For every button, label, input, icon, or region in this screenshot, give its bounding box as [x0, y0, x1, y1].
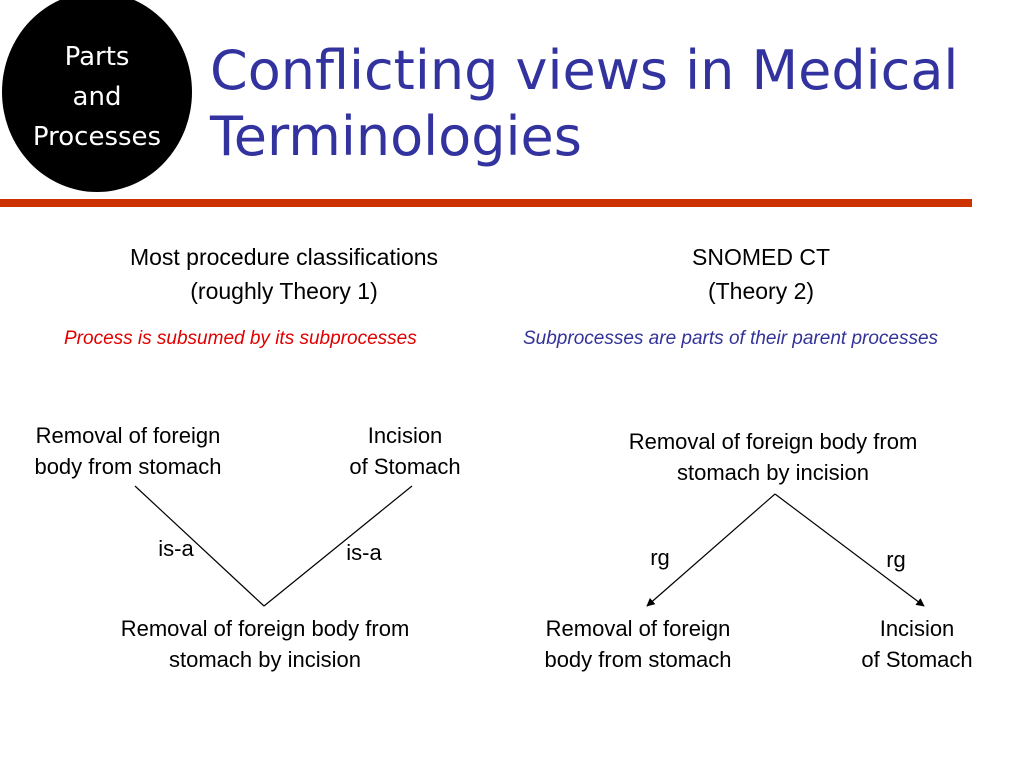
left-heading-line-1: Most procedure classifications [129, 244, 439, 270]
right-node-combined: Removal of foreign body from stomach by … [588, 426, 958, 488]
left-node-incision-line-2: of Stomach [349, 454, 461, 479]
left-node-combined: Removal of foreign body from stomach by … [80, 613, 450, 675]
left-note: Process is subsumed by its subprocesses [64, 328, 417, 349]
right-node-removal: Removal of foreign body from stomach [520, 613, 756, 675]
right-node-removal-line-1: Removal of foreign [545, 616, 731, 641]
badge-line-3: Processes [32, 122, 162, 152]
right-node-incision-line-2: of Stomach [861, 647, 973, 672]
right-node-removal-line-2: body from stomach [544, 647, 732, 672]
badge-line-2: and [72, 82, 122, 112]
badge-line-1: Parts [64, 42, 130, 72]
left-node-combined-line-1: Removal of foreign body from [120, 616, 410, 641]
left-node-incision: Incision of Stomach [330, 420, 480, 482]
left-node-incision-line-1: Incision [367, 423, 443, 448]
right-heading-line-2: (Theory 2) [707, 278, 815, 304]
left-node-combined-line-2: stomach by incision [169, 647, 361, 672]
left-isa-edge-left [134, 485, 265, 607]
title-line-2: Terminologies [210, 105, 582, 168]
title-line-1: Conflicting views in Medical [210, 39, 959, 102]
left-heading-line-2: (roughly Theory 1) [190, 278, 378, 304]
right-rg-edge-right [774, 493, 925, 607]
right-note: Subprocesses are parts of their parent p… [523, 328, 939, 349]
right-node-combined-line-1: Removal of foreign body from [628, 429, 918, 454]
slide-title: Conflicting views in Medical Terminologi… [210, 38, 958, 170]
left-isa-edge-right [263, 485, 413, 607]
right-edge-label-left: rg [650, 545, 670, 570]
left-heading: Most procedure classifications (roughly … [84, 240, 484, 308]
right-node-combined-line-2: stomach by incision [677, 460, 869, 485]
left-node-removal-line-1: Removal of foreign [35, 423, 221, 448]
right-edge-label-right: rg [886, 547, 906, 572]
right-rg-edge-left [646, 493, 776, 607]
left-edge-label-right: is-a [346, 540, 382, 565]
right-node-incision-line-1: Incision [879, 616, 955, 641]
left-node-removal-line-2: body from stomach [34, 454, 222, 479]
right-node-incision: Incision of Stomach [842, 613, 992, 675]
title-divider [0, 199, 972, 207]
right-heading: SNOMED CT (Theory 2) [611, 240, 911, 308]
left-edge-label-left: is-a [158, 536, 194, 561]
right-heading-line-1: SNOMED CT [692, 244, 830, 270]
left-node-removal: Removal of foreign body from stomach [10, 420, 246, 482]
section-badge: Parts and Processes [2, 0, 192, 192]
